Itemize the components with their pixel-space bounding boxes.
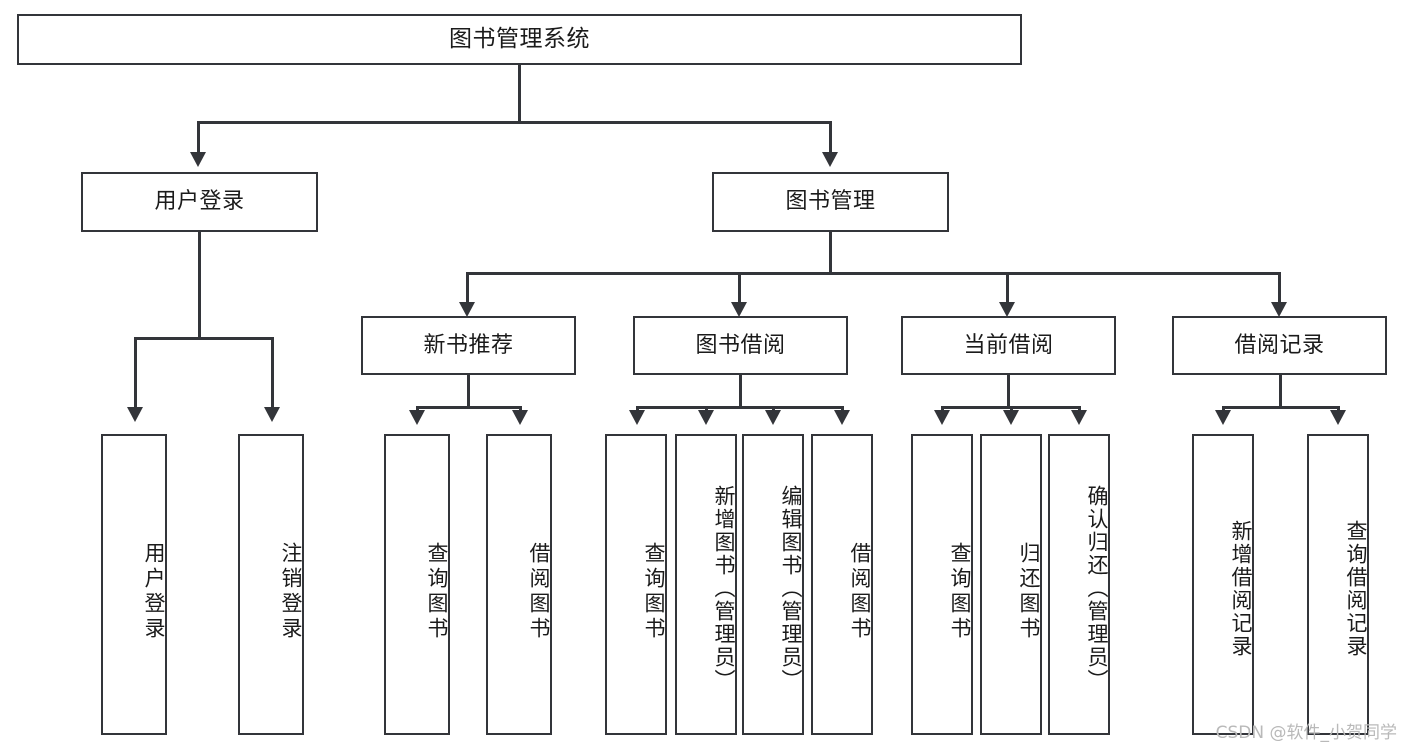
connector-book-manage-stem bbox=[829, 232, 832, 274]
connector-user-login-bus bbox=[134, 337, 273, 340]
connector-user-login-drop-2 bbox=[271, 337, 274, 409]
arrow-down-icon bbox=[731, 302, 747, 317]
arrow-down-icon bbox=[629, 410, 645, 425]
leaf-edit-book[interactable]: 编辑图书（管理员） bbox=[742, 434, 804, 735]
arrow-down-icon bbox=[934, 410, 950, 425]
leaf-confirm-return[interactable]: 确认归还（管理员） bbox=[1048, 434, 1110, 735]
connector-user-login-stem bbox=[198, 232, 201, 339]
connector-bm-drop-4 bbox=[1278, 272, 1281, 304]
connector-bm-drop-2 bbox=[738, 272, 741, 304]
leaf-borrow-book[interactable]: 借阅图书 bbox=[811, 434, 873, 735]
arrow-down-icon bbox=[459, 302, 475, 317]
arrow-down-icon bbox=[834, 410, 850, 425]
arrow-down-icon bbox=[264, 407, 280, 422]
leaf-query-borrow-record[interactable]: 查询借阅记录 bbox=[1307, 434, 1369, 735]
arrow-down-icon bbox=[1271, 302, 1287, 317]
connector-cb-stem bbox=[1007, 375, 1010, 408]
arrow-down-icon bbox=[127, 407, 143, 422]
arrow-down-icon bbox=[698, 410, 714, 425]
arrow-down-icon bbox=[1071, 410, 1087, 425]
connector-bb-stem bbox=[739, 375, 742, 408]
arrow-down-icon bbox=[190, 152, 206, 167]
node-borrow-record[interactable]: 借阅记录 bbox=[1172, 316, 1387, 375]
connector-user-login-drop-1 bbox=[134, 337, 137, 409]
connector-root-bus bbox=[197, 121, 831, 124]
arrow-down-icon bbox=[512, 410, 528, 425]
arrow-down-icon bbox=[1003, 410, 1019, 425]
node-book-borrow[interactable]: 图书借阅 bbox=[633, 316, 848, 375]
csdn-watermark: CSDN @软件_小贺同学 bbox=[1215, 723, 1397, 743]
node-new-book-recommend[interactable]: 新书推荐 bbox=[361, 316, 576, 375]
arrow-down-icon bbox=[822, 152, 838, 167]
node-user-login[interactable]: 用户登录 bbox=[81, 172, 318, 232]
connector-bm-drop-1 bbox=[466, 272, 469, 304]
arrow-down-icon bbox=[1330, 410, 1346, 425]
leaf-return-book[interactable]: 归还图书 bbox=[980, 434, 1042, 735]
connector-nbr-stem bbox=[467, 375, 470, 408]
arrow-down-icon bbox=[409, 410, 425, 425]
arrow-down-icon bbox=[1215, 410, 1231, 425]
connector-br-bus bbox=[1222, 406, 1339, 409]
arrow-down-icon bbox=[999, 302, 1015, 317]
connector-book-manage-bus bbox=[466, 272, 1278, 275]
connector-bm-drop-3 bbox=[1006, 272, 1009, 304]
connector-root-to-user-login bbox=[197, 121, 200, 153]
node-current-borrow[interactable]: 当前借阅 bbox=[901, 316, 1116, 375]
node-book-manage[interactable]: 图书管理 bbox=[712, 172, 949, 232]
connector-bb-bus bbox=[636, 406, 843, 409]
arrow-down-icon bbox=[765, 410, 781, 425]
node-root[interactable]: 图书管理系统 bbox=[17, 14, 1022, 65]
leaf-query-book-recommend[interactable]: 查询图书 bbox=[384, 434, 450, 735]
leaf-borrow-book-recommend[interactable]: 借阅图书 bbox=[486, 434, 552, 735]
connector-root-to-book-manage bbox=[829, 121, 832, 153]
leaf-query-book-borrow[interactable]: 查询图书 bbox=[605, 434, 667, 735]
connector-root-stem bbox=[518, 65, 521, 123]
connector-br-stem bbox=[1279, 375, 1282, 408]
leaf-add-book[interactable]: 新增图书（管理员） bbox=[675, 434, 737, 735]
connector-nbr-bus bbox=[416, 406, 521, 409]
leaf-user-login[interactable]: 用户登录 bbox=[101, 434, 167, 735]
leaf-add-borrow-record[interactable]: 新增借阅记录 bbox=[1192, 434, 1254, 735]
leaf-query-book-current[interactable]: 查询图书 bbox=[911, 434, 973, 735]
leaf-user-logout[interactable]: 注销登录 bbox=[238, 434, 304, 735]
